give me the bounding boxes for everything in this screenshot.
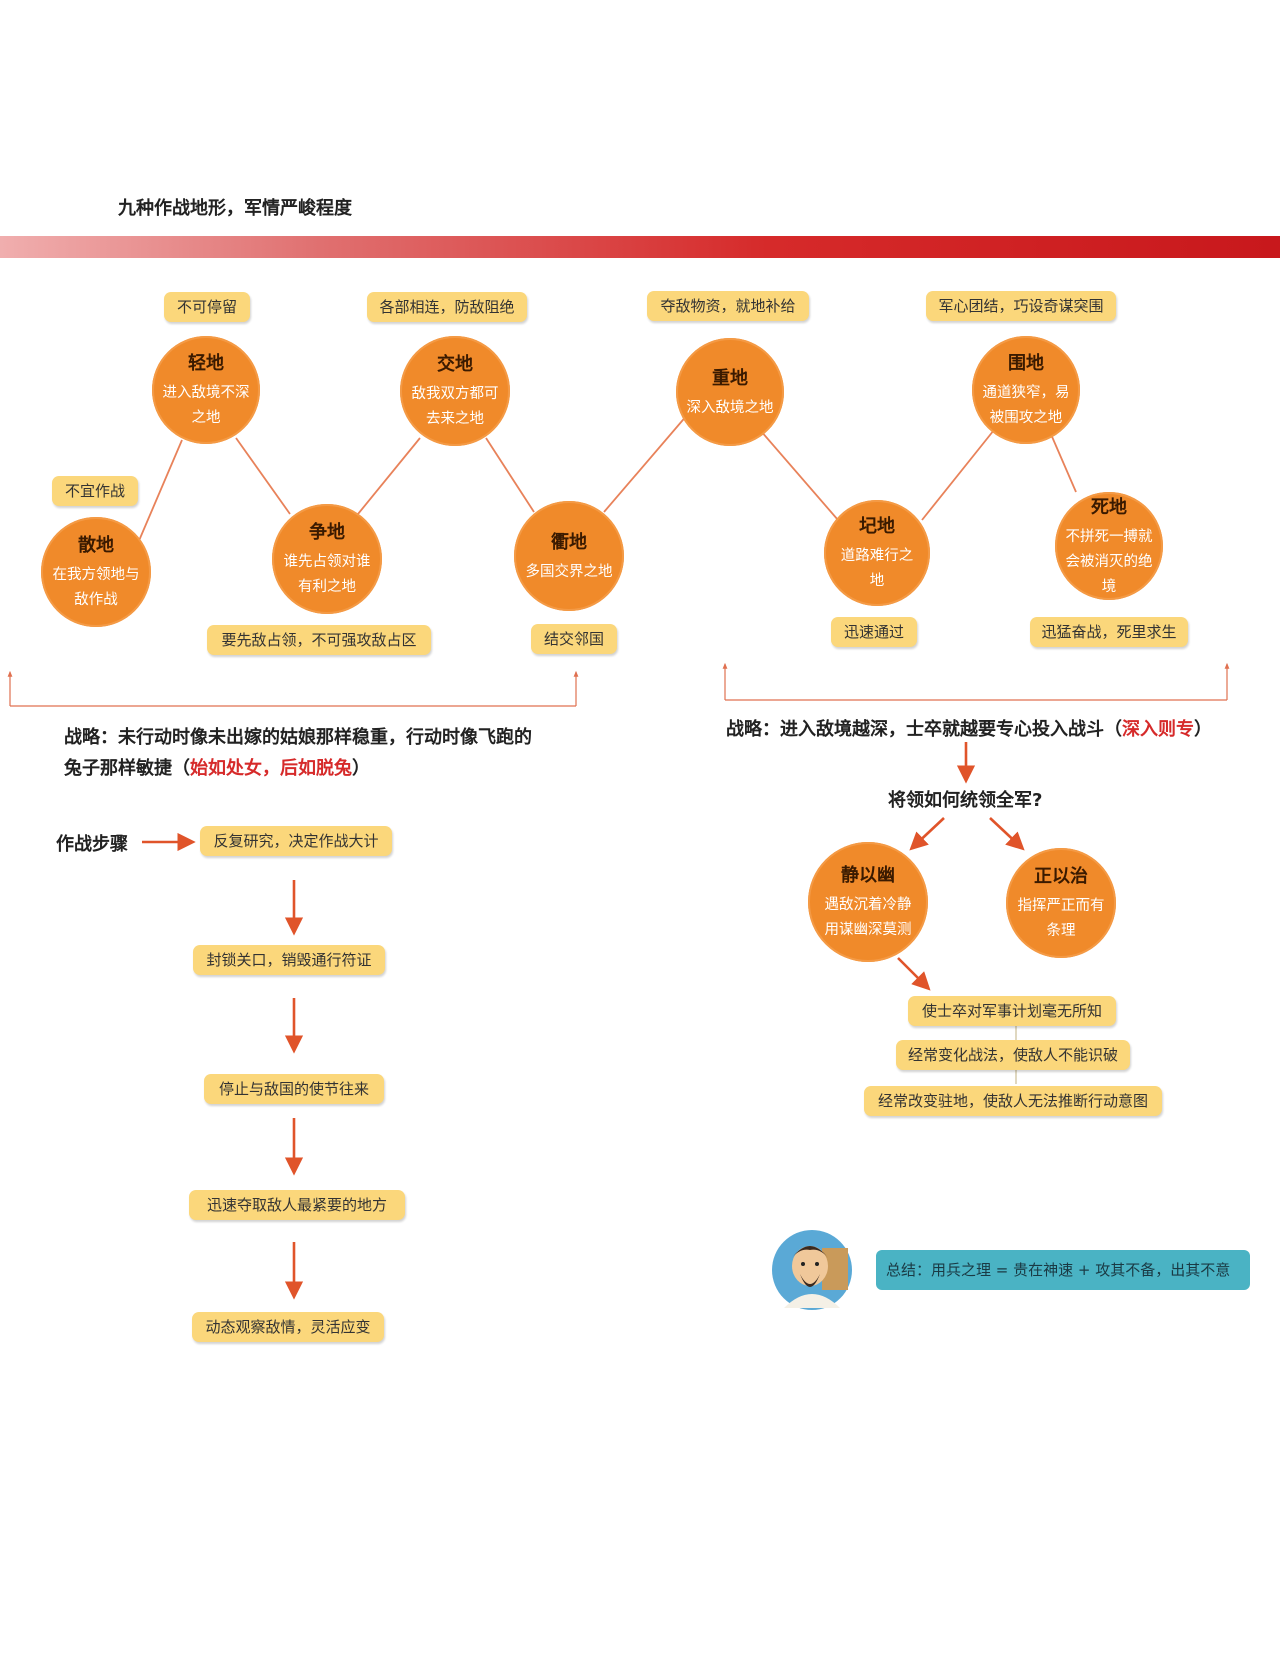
right-strategy-suffix: ） [1194,719,1212,740]
step-item: 封锁关口，销毁通行符证 [193,945,385,975]
terrain-title: 争地 [309,522,345,543]
terrain-title: 交地 [437,354,473,375]
terrain-desc: 不拼死一搏就会被消灭的绝境 [1065,528,1153,595]
terrain-circle-zhongdi: 重地 深入敌境之地 [676,338,784,446]
terrain-tip: 结交邻国 [531,624,617,654]
right-strategy: 战略：进入敌境越深，士卒就越要专心投入战斗（深入则专） [726,714,1246,745]
terrain-tip: 迅速通过 [831,617,917,647]
terrain-tip: 军心团结，巧设奇谋突围 [926,291,1116,321]
step-item: 动态观察敌情，灵活应变 [192,1312,384,1342]
terrain-desc: 敌我双方都可去来之地 [411,386,499,427]
step-arrows [142,832,304,1300]
sage-avatar-icon [772,1230,852,1310]
terrain-circle-zhengdi: 争地 谁先占领对谁有利之地 [272,504,382,614]
command-item: 经常改变驻地，使敌人无法推断行动意图 [864,1086,1162,1116]
left-strategy-highlight: 始如处女，后如脱兔 [190,758,352,779]
command-item: 经常变化战法，使敌人不能识破 [896,1040,1130,1070]
terrain-title: 衢地 [551,531,587,553]
terrain-circle-sidi: 死地 不拼死一搏就会被消灭的绝境 [1055,492,1163,600]
terrain-circle-qudi: 衢地 多国交界之地 [514,501,624,611]
terrain-tip: 不可停留 [164,292,250,322]
left-strategy-suffix: ） [352,758,370,779]
terrain-tip: 各部相连，防敌阻绝 [367,292,527,322]
command-arrows [897,742,1025,991]
terrain-circle-qingdi: 轻地 进入敌境不深之地 [152,336,260,444]
step-item: 迅速夺取敌人最紧要的地方 [189,1190,405,1220]
terrain-chain [137,413,1077,544]
command-title: 静以幽 [841,865,895,886]
left-strategy-prefix: 战略：未行动时像未出嫁的姑娘那样稳重，行动时像飞跑的兔子那样敏捷（ [64,727,532,779]
terrain-desc: 道路难行之地 [840,548,914,589]
command-question: 将领如何统领全军? [888,790,1043,811]
header-band [0,236,1280,258]
command-desc: 指挥严正而有条理 [1017,898,1105,939]
steps-label: 作战步骤 [56,834,128,855]
terrain-desc: 进入敌境不深之地 [162,385,250,426]
step-item: 反复研究，决定作战大计 [200,826,392,856]
command-title: 正以治 [1034,866,1088,887]
terrain-circle-jiaodi: 交地 敌我双方都可去来之地 [400,336,510,446]
terrain-tip: 迅猛奋战，死里求生 [1030,617,1188,647]
range-brackets [7,662,1230,707]
terrain-tip: 夺敌物资，就地补给 [647,291,809,321]
terrain-desc: 通道狭窄，易被围攻之地 [982,385,1070,426]
terrain-circle-weidi: 围地 通道狭窄，易被围攻之地 [972,336,1080,444]
terrain-tip: 要先敌占领，不可强攻敌占区 [207,625,431,655]
command-desc: 遇敌沉着冷静用谋幽深莫测 [824,897,912,938]
step-item: 停止与敌国的使节往来 [204,1074,384,1104]
right-strategy-prefix: 战略：进入敌境越深，士卒就越要专心投入战斗（ [726,719,1122,740]
command-circle-quiet: 静以幽 遇敌沉着冷静用谋幽深莫测 [808,842,928,962]
page-title: 九种作战地形，军情严峻程度 [118,198,352,219]
terrain-title: 死地 [1091,496,1127,518]
terrain-desc: 谁先占领对谁有利之地 [283,554,371,595]
terrain-circle-sandi: 散地 在我方领地与敌作战 [41,517,151,627]
terrain-desc: 深入敌境之地 [686,399,774,416]
terrain-title: 圮地 [859,516,895,537]
terrain-title: 散地 [78,535,114,556]
summary-bubble: 总结：用兵之理 = 贵在神速 + 攻其不备，出其不意 [876,1250,1250,1290]
command-item: 使士卒对军事计划毫无所知 [908,996,1116,1026]
right-strategy-highlight: 深入则专 [1122,719,1194,740]
left-strategy: 战略：未行动时像未出嫁的姑娘那样稳重，行动时像飞跑的兔子那样敏捷（始如处女，后如… [64,722,534,784]
terrain-title: 围地 [1008,353,1044,374]
command-circle-upright: 正以治 指挥严正而有条理 [1006,848,1116,958]
terrain-desc: 多国交界之地 [525,563,613,580]
terrain-tip: 不宜作战 [52,476,138,506]
terrain-title: 重地 [712,367,748,389]
terrain-title: 轻地 [188,353,224,374]
terrain-circle-pidi: 圮地 道路难行之地 [824,500,930,606]
terrain-desc: 在我方领地与敌作战 [52,567,140,608]
